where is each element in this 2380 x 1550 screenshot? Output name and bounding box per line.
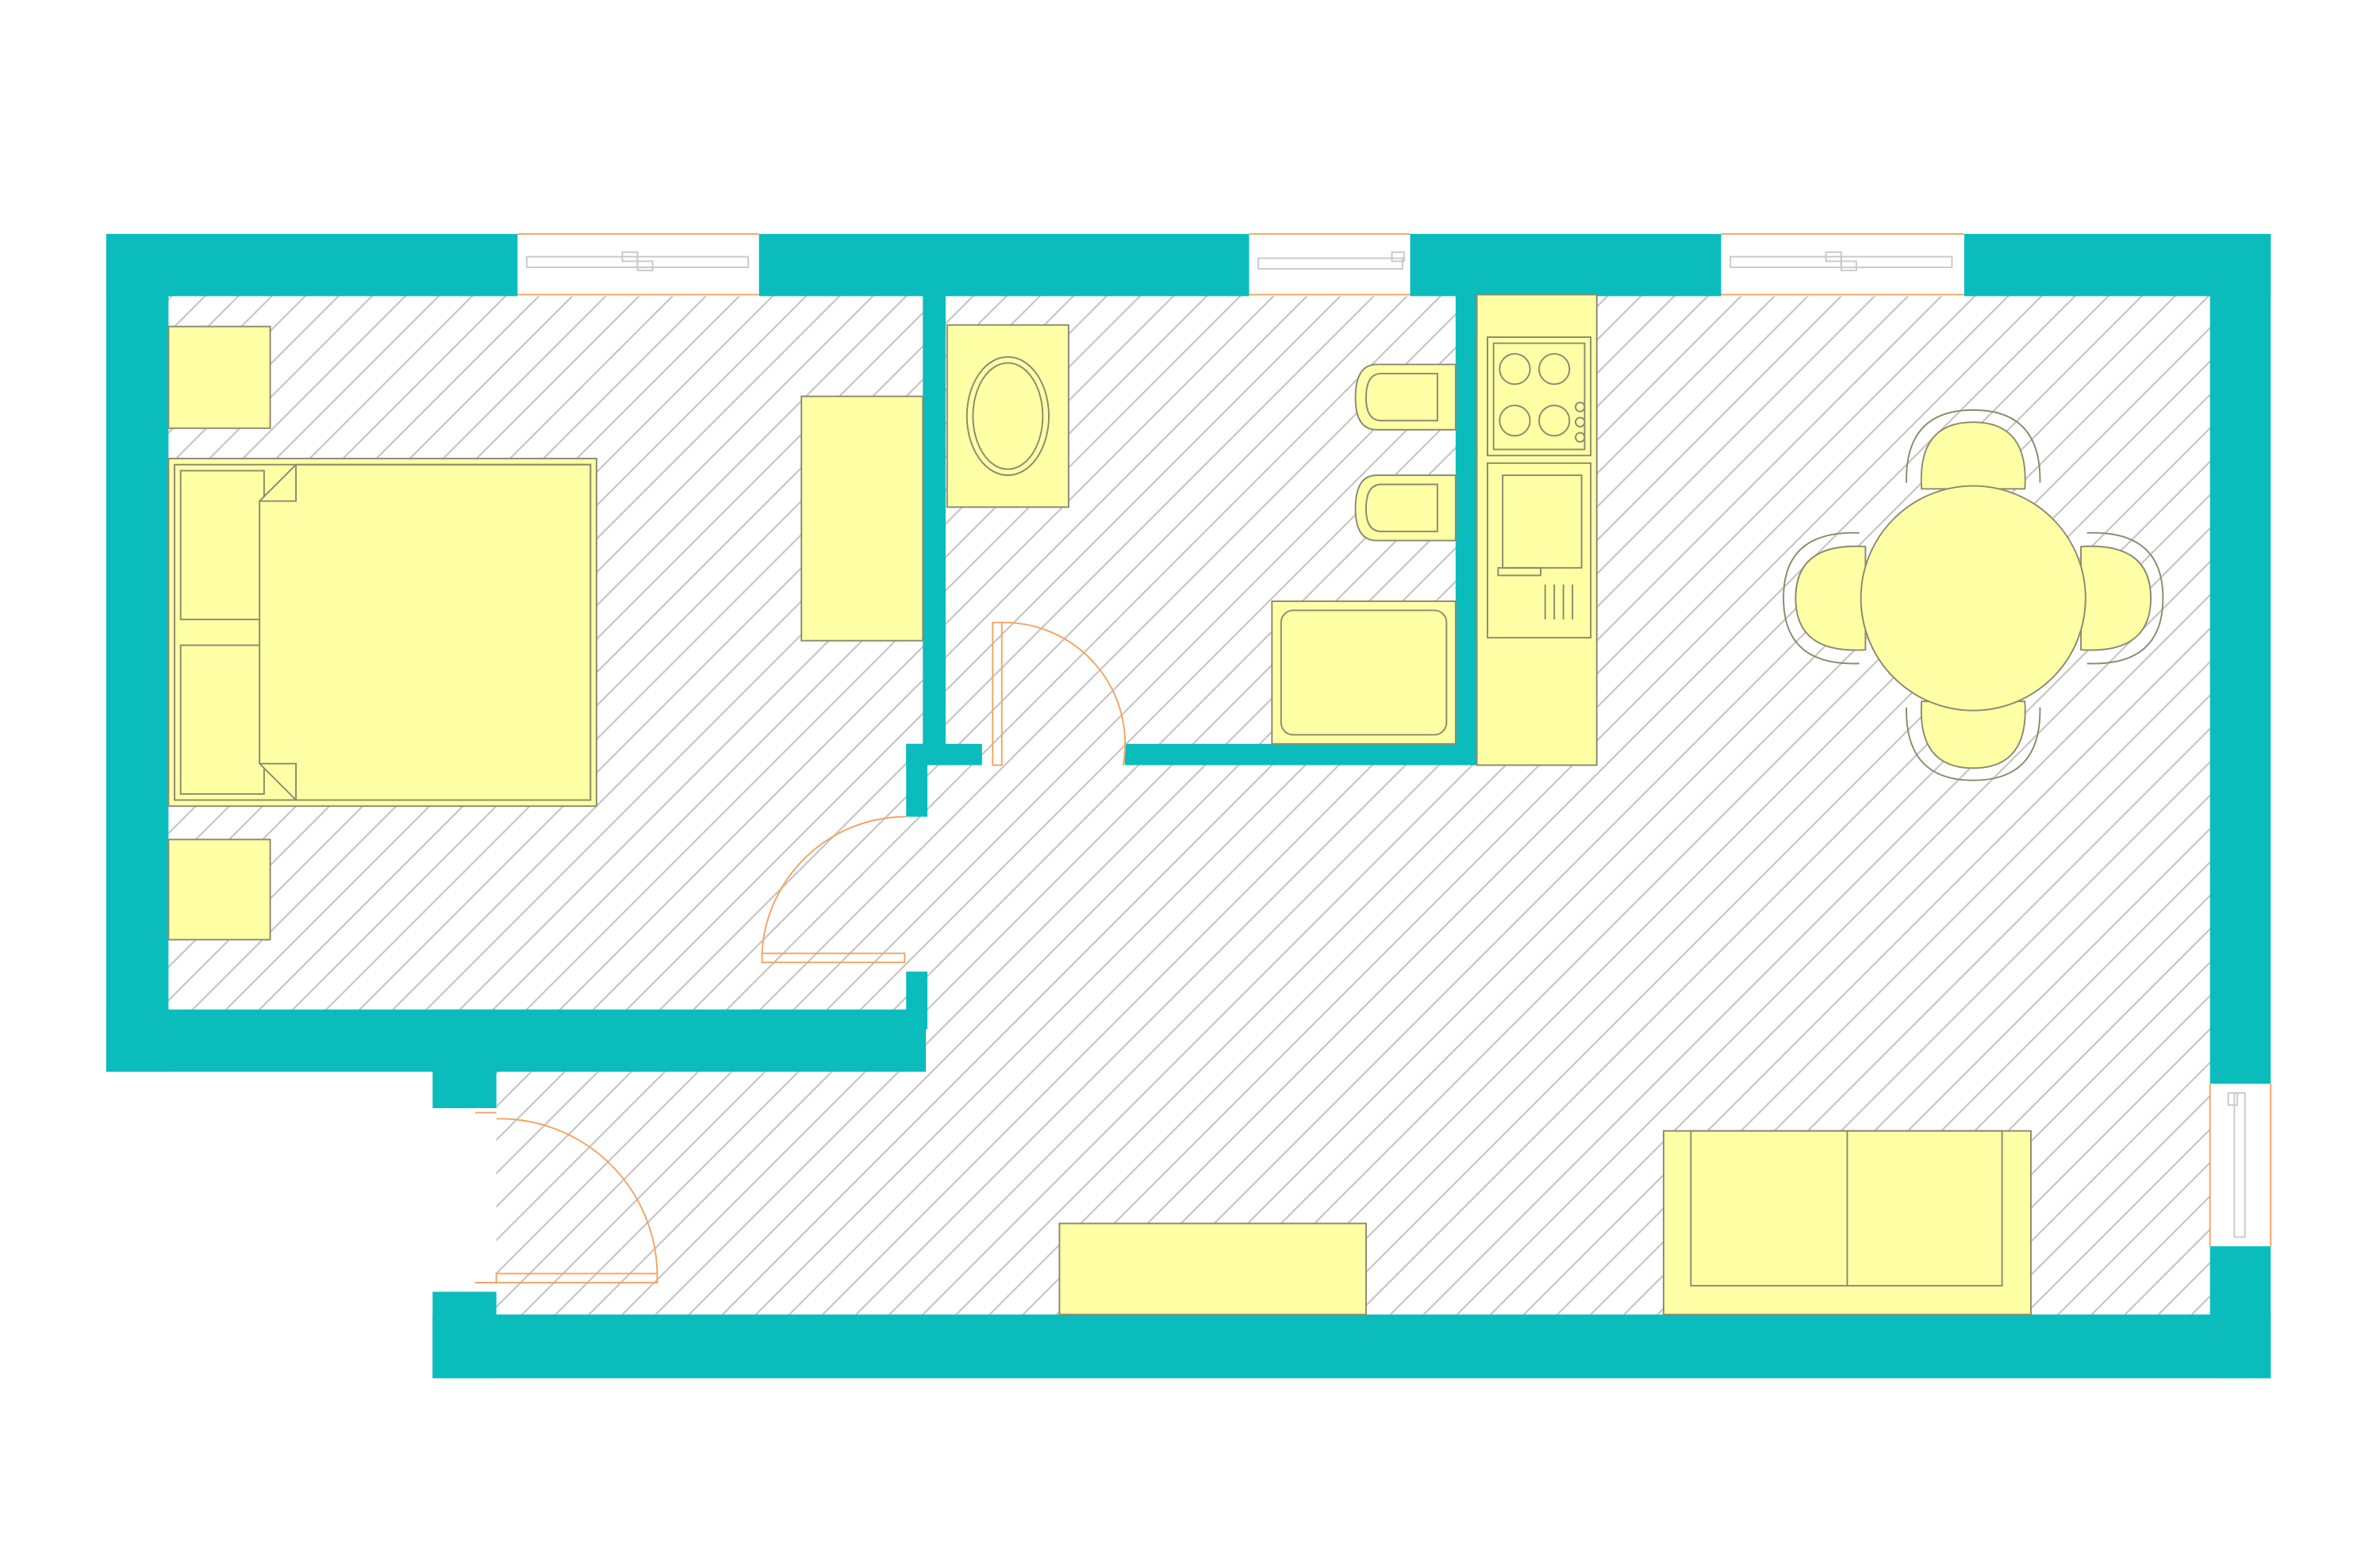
dining-chair — [1906, 409, 2041, 490]
bedroom-door — [761, 815, 907, 964]
bathtub — [946, 324, 1069, 508]
pillow — [179, 644, 265, 795]
tv-cabinet — [1058, 1222, 1367, 1316]
bedroom-partition — [923, 294, 946, 765]
top-wall-segment — [758, 233, 1250, 297]
wardrobe — [800, 395, 924, 642]
top-wall-segment — [1410, 233, 1722, 297]
double-bed — [167, 458, 597, 808]
doors — [474, 621, 1127, 1283]
entry-wall-step — [432, 1009, 497, 1108]
window — [517, 232, 759, 297]
cooktop — [1487, 336, 1592, 457]
right-wall-lower — [2209, 1246, 2271, 1379]
furniture — [167, 294, 2164, 1316]
toilet — [1354, 474, 1457, 542]
window — [2209, 1084, 2272, 1247]
left-wall — [106, 233, 169, 1072]
window — [1249, 232, 1411, 297]
windows — [517, 232, 2272, 1247]
round-dining-table — [1860, 485, 2086, 712]
dining-set — [1783, 409, 2164, 781]
bottom-wall — [432, 1314, 2271, 1379]
sink — [1487, 462, 1592, 639]
kitchen-counter — [1476, 294, 1598, 766]
bidet — [1354, 363, 1457, 431]
bath-kitchen-wall — [1455, 294, 1477, 765]
dining-chair — [2080, 531, 2164, 665]
nightstand — [167, 325, 271, 429]
window — [1721, 232, 1964, 297]
shower-tray — [1271, 600, 1457, 745]
pillow — [179, 470, 265, 620]
top-wall-segment — [106, 233, 518, 297]
dining-chair — [1783, 531, 1867, 665]
bedroom-bottom-wall — [106, 1009, 927, 1072]
bath-bottom-wall — [1124, 743, 1477, 765]
nightstand — [167, 838, 271, 941]
bedroom-door-jamb — [906, 971, 928, 1030]
bath-wall-stub — [945, 743, 982, 765]
right-wall-upper — [2209, 233, 2271, 1084]
bathroom-door — [992, 621, 1127, 766]
bedroom-partition-stub — [906, 743, 928, 817]
sofa — [1662, 1130, 2032, 1316]
dining-chair — [1906, 700, 2041, 781]
walls — [106, 233, 2271, 1379]
entry-door — [474, 1111, 658, 1283]
